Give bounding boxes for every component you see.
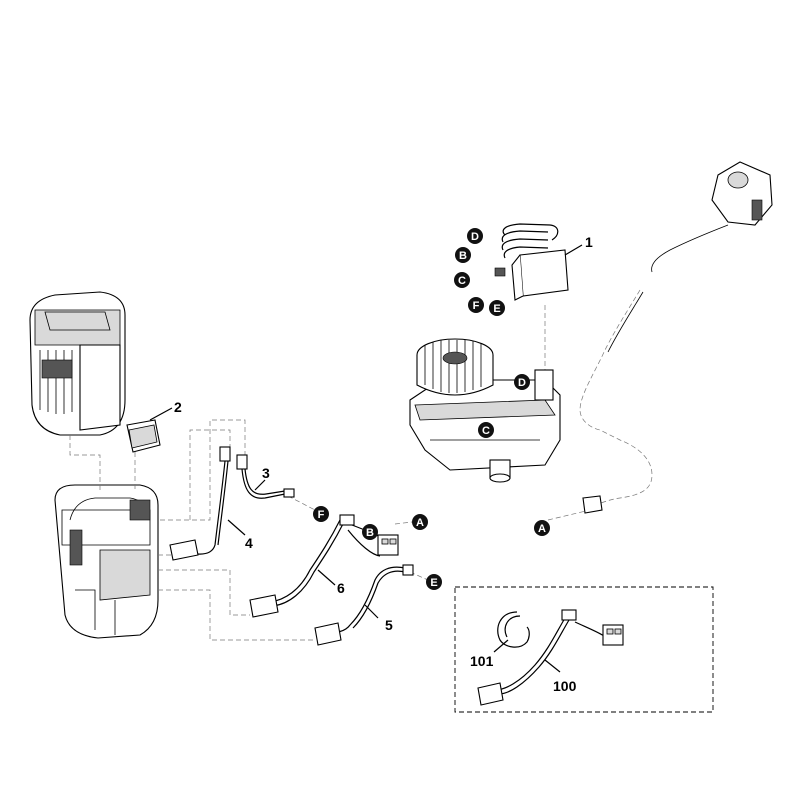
svg-text:F: F xyxy=(473,300,480,312)
bubble-a-harness: A xyxy=(412,514,428,530)
part-3-cable xyxy=(241,468,295,499)
bubble-f-cable: F xyxy=(313,506,329,522)
bubble-b-top: B xyxy=(455,247,471,263)
gearbox-assembly xyxy=(409,338,561,483)
part-101-clip xyxy=(493,611,530,653)
part-4-cable xyxy=(169,446,248,561)
svg-text:A: A xyxy=(416,517,424,529)
svg-text:C: C xyxy=(458,275,466,287)
svg-text:E: E xyxy=(430,577,437,589)
dashed-leaders xyxy=(69,305,591,641)
part-number-4: 4 xyxy=(245,535,253,551)
svg-text:A: A xyxy=(538,523,546,535)
connector-bubbles: D B C F E D C F xyxy=(313,228,550,590)
bubble-a-switch: A xyxy=(534,520,550,536)
battery-housing xyxy=(54,484,159,639)
switch-cable xyxy=(579,161,773,514)
bubble-f-top: F xyxy=(468,297,484,313)
part-number-2: 2 xyxy=(174,399,182,415)
svg-text:D: D xyxy=(471,231,479,243)
svg-text:B: B xyxy=(366,527,374,539)
bubble-d-gearbox: D xyxy=(514,374,530,390)
part-1-control-module xyxy=(494,223,583,301)
bubble-b-harness: B xyxy=(362,524,378,540)
part-100-harness xyxy=(477,609,624,706)
svg-text:D: D xyxy=(518,377,526,389)
part-number-101: 101 xyxy=(470,653,494,669)
bubble-e-top: E xyxy=(489,300,505,316)
kit-box xyxy=(454,586,714,713)
bubble-c-gearbox: C xyxy=(478,422,494,438)
battery-pack xyxy=(29,291,126,436)
svg-text:F: F xyxy=(318,509,325,521)
part-6-harness xyxy=(249,514,399,618)
bubble-c-top: C xyxy=(454,272,470,288)
svg-text:B: B xyxy=(459,250,467,262)
part-number-6: 6 xyxy=(337,580,345,596)
svg-text:E: E xyxy=(493,303,500,315)
part-2-module xyxy=(126,407,173,453)
battery-vent-lines xyxy=(39,350,73,414)
bubble-d-top: D xyxy=(467,228,483,244)
part-number-1: 1 xyxy=(585,234,593,250)
motor-fins xyxy=(424,340,482,393)
part-number-100: 100 xyxy=(553,678,577,694)
part-number-labels: 1 2 3 4 5 6 100 101 xyxy=(174,234,593,694)
part-number-3: 3 xyxy=(262,465,270,481)
bubble-e-cable: E xyxy=(426,574,442,590)
svg-text:C: C xyxy=(482,425,490,437)
part-number-5: 5 xyxy=(385,617,393,633)
part-5-cable xyxy=(314,564,414,646)
